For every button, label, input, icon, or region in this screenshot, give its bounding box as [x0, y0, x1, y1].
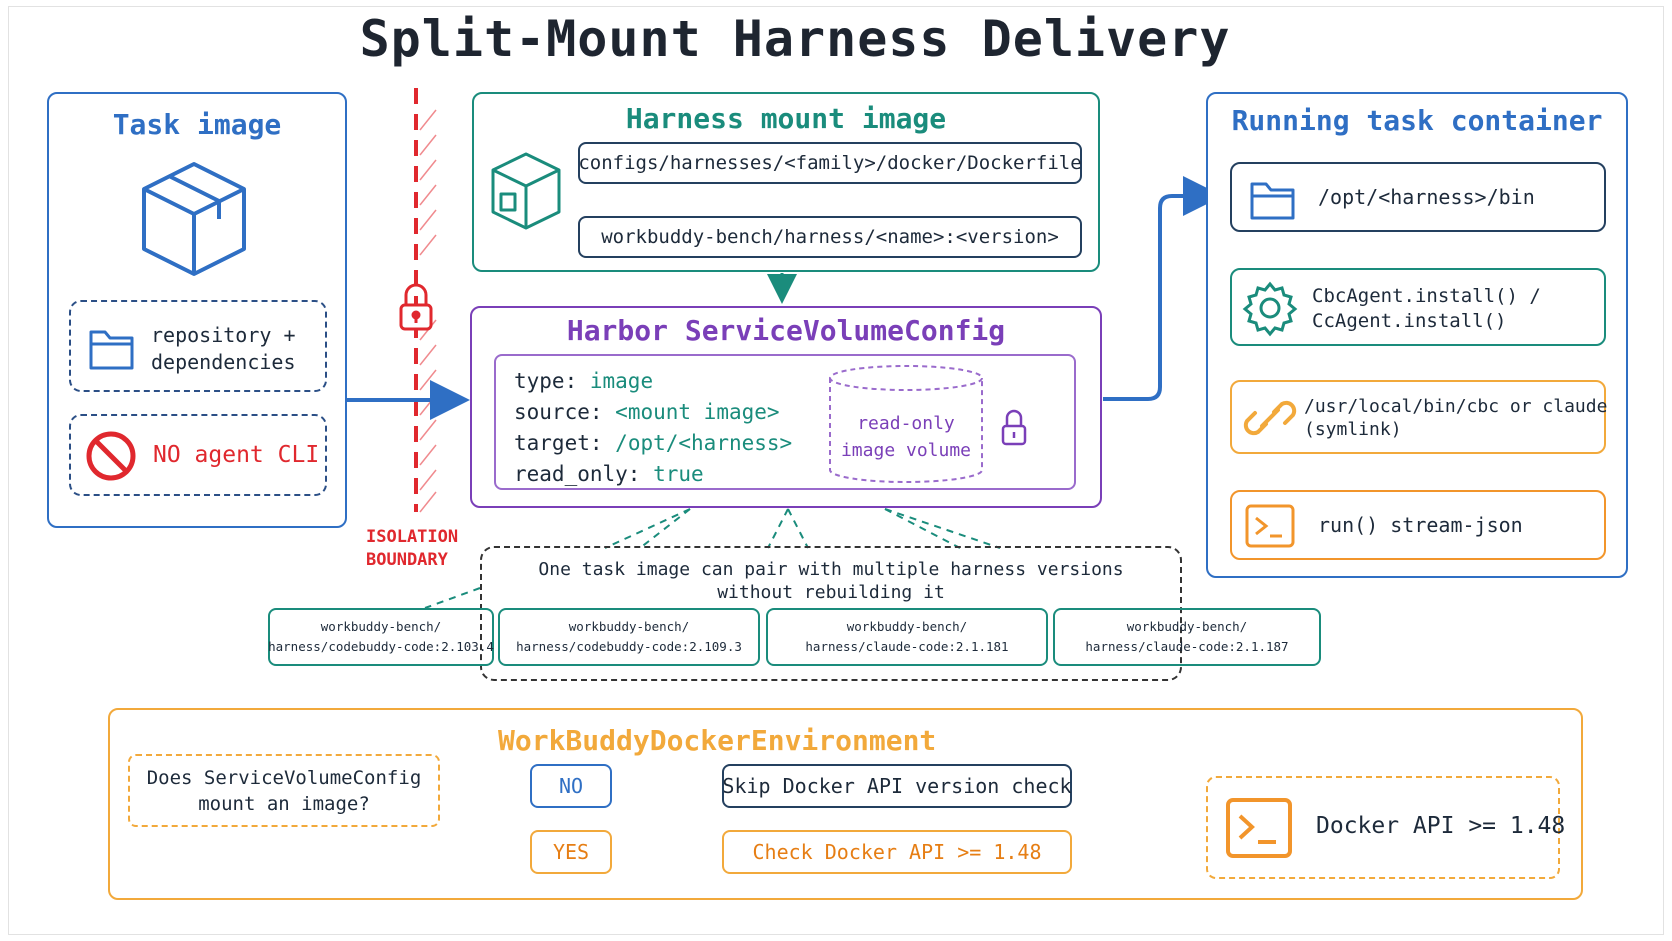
field-row-type: type: image — [514, 369, 654, 393]
harness-version-4: workbuddy-bench/ harness/claude-code:2.1… — [1053, 608, 1321, 666]
repo-deps-label: repository + dependencies — [151, 323, 296, 374]
pairing-fan-lines — [424, 508, 1001, 609]
page-title: Split-Mount Harness Delivery — [359, 10, 1231, 68]
terminal-icon — [1245, 504, 1295, 548]
step-install: CbcAgent.install() / CcAgent.install() — [1230, 268, 1606, 346]
field-row-read-only: read_only: true — [514, 462, 704, 486]
step-install-label: CbcAgent.install() / CcAgent.install() — [1312, 285, 1541, 332]
api-result-label: Docker API >= 1.48 — [1316, 813, 1566, 839]
field-row-target: target: /opt/<harness> — [514, 431, 793, 455]
yes-branch-badge: YES — [530, 830, 612, 874]
link-icon — [1243, 400, 1297, 436]
env-panel: WorkBuddyDockerEnvironment — [108, 708, 1583, 900]
running-heading: Running task container — [1231, 104, 1603, 137]
cube-icon — [142, 162, 246, 276]
isolation-boundary-label: ISOLATION BOUNDARY — [366, 527, 459, 570]
harbor-heading: Harbor ServiceVolumeConfig — [566, 314, 1006, 347]
canvas-frame — [8, 6, 1664, 935]
no-cli-box: NO agent CLI — [69, 414, 327, 496]
volume-cylinder-icon — [829, 365, 983, 483]
isolation-boundary-line — [414, 88, 437, 513]
lock-icon — [399, 283, 433, 331]
repo-deps-box: repository + dependencies — [69, 300, 327, 392]
volume-lock-icon — [1001, 409, 1027, 446]
harness-version-2: workbuddy-bench/ harness/codebuddy-code:… — [498, 608, 760, 666]
api-result-box: Docker API >= 1.48 — [1206, 776, 1565, 879]
step-run-label: run() stream-json — [1318, 513, 1523, 537]
skip-check-box: Skip Docker API version check — [722, 764, 1072, 808]
no-branch-badge: NO — [530, 764, 612, 808]
running-container-panel: Running task container /opt/<harness>/bi… — [1206, 92, 1628, 578]
volume-label: read-only image volume — [840, 413, 972, 461]
check-api-box: Check Docker API >= 1.48 — [722, 830, 1072, 874]
prohibited-icon — [86, 431, 136, 481]
pairing-note: One task image can pair with multiple ha… — [538, 559, 1124, 603]
harness-image-tag: workbuddy-bench/harness/<name>:<version> — [578, 216, 1082, 258]
step-opt-bin: /opt/<harness>/bin — [1230, 162, 1606, 232]
harness-mount-heading: Harness mount image — [625, 102, 947, 135]
step-symlink: /usr/local/bin/cbc or claude (symlink) — [1230, 380, 1608, 454]
harbor-config-panel: Harbor ServiceVolumeConfig type: image s… — [470, 306, 1102, 508]
step-run: run() stream-json — [1230, 490, 1606, 560]
env-question: Does ServiceVolumeConfig mount an image? — [128, 754, 440, 827]
gear-icon — [1242, 281, 1298, 337]
dockerfile-path: configs/harnesses/<family>/docker/Docker… — [578, 142, 1082, 184]
harbor-fields-box: type: image source: <mount image> target… — [494, 354, 1076, 490]
arrow-harbor-to-running — [1103, 176, 1223, 401]
no-cli-label: NO agent CLI — [153, 442, 320, 468]
folder-icon — [1250, 182, 1295, 220]
pairing-group: One task image can pair with multiple ha… — [480, 546, 1182, 681]
field-row-source: source: <mount image> — [514, 400, 780, 424]
harbor-fields: type: image source: <mount image> target… — [514, 366, 792, 490]
harness-mount-panel: Harness mount image configs/harnesses/<f… — [472, 92, 1100, 272]
env-heading: WorkBuddyDockerEnvironment — [498, 724, 937, 757]
task-image-heading: Task image — [112, 108, 282, 141]
harness-version-1: workbuddy-bench/ harness/codebuddy-code:… — [268, 608, 494, 666]
harness-version-3: workbuddy-bench/ harness/claude-code:2.1… — [766, 608, 1048, 666]
task-image-panel: Task image repository + dependencies NO … — [47, 92, 347, 528]
package-icon — [491, 152, 561, 230]
terminal-icon — [1226, 798, 1292, 858]
folder-icon — [89, 330, 134, 370]
step-opt-bin-label: /opt/<harness>/bin — [1318, 185, 1535, 209]
step-symlink-label: /usr/local/bin/cbc or claude (symlink) — [1304, 396, 1608, 440]
